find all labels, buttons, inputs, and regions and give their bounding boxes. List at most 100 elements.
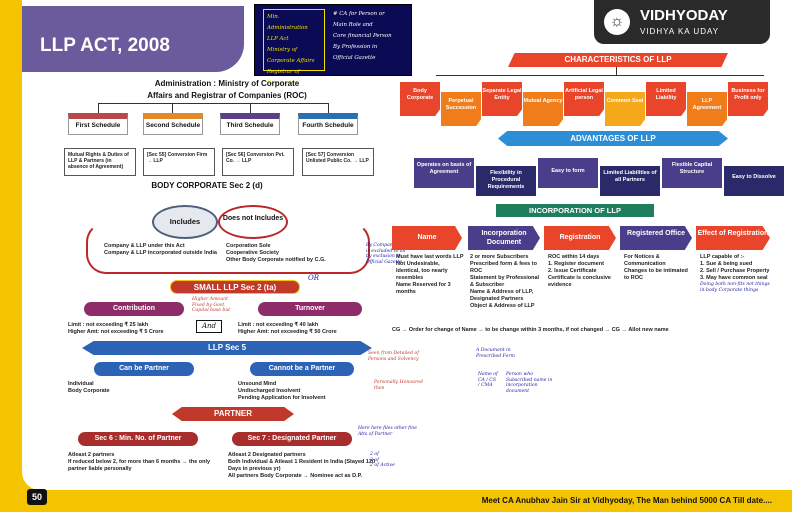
handwritten-note: By Company with is excluded to its by ex… (366, 243, 407, 265)
handwritten-note: Here here files other fine Atts of Partn… (358, 426, 417, 437)
list-item: Name Reserved for 3 months (396, 282, 451, 295)
handwritten-note: Person who Subscribed name in incorporat… (506, 372, 553, 394)
char-perpetual-succession: Perpetual Succession (441, 92, 481, 126)
not-includes-list: Corporation Sole Cooperative Society Oth… (226, 243, 358, 264)
name-change-footnote: CG → Order for change of Name → to be ch… (392, 327, 669, 333)
partner-band (172, 407, 294, 421)
char-artificial-legal-person: Artificial Legal person (564, 82, 604, 116)
list-item: Company & LLP under this Act (104, 243, 185, 249)
connector-line (328, 103, 329, 113)
list-item: Undischarged Insolvent (238, 388, 301, 394)
char-llp-agreement: LLP Agreement (687, 92, 727, 126)
note-right: # CA for Person or Main Role and Core fi… (333, 9, 407, 64)
includes-bubble: Includes (152, 205, 218, 239)
note-left: Min. Administration LLP Act Ministry of … (263, 9, 325, 86)
administration-heading: Administration : Ministry of Corporate A… (102, 78, 352, 102)
connector-line (616, 67, 617, 75)
limit-line: Limit : not exceeding ₹ 25 lakh (68, 322, 149, 328)
list-item: Both Individual & Atleast 1 Resident in … (228, 459, 376, 472)
connector-line (98, 103, 328, 104)
handwritten-note: Min. Administration LLP Act Ministry of … (254, 4, 412, 86)
schedule-first: First Schedule (68, 113, 128, 135)
step-effect-of-registration: Effect of Registration (696, 226, 770, 250)
adv-agreement: Operates on basis of Agreement (414, 158, 474, 188)
list-item: Object & Address of LLP (470, 303, 535, 309)
can-partner-list: Individual Body Corporate (68, 381, 188, 395)
turnover-limits: Limit : not exceeding ₹ 40 lakh Higher A… (238, 322, 368, 336)
handwritten-note: Higher Amount Fixed by Govt. Capital bas… (192, 297, 231, 313)
lamp-icon: ☼ (604, 9, 630, 35)
handwritten-note: 2 of 2 of 2 of Active (370, 452, 400, 469)
connector-line (436, 75, 764, 76)
note-line: 2 of (370, 452, 379, 457)
list-item: Cooperative Society (226, 250, 279, 256)
note-line: By Profession in (333, 44, 378, 50)
brand-tagline: VIDHYA KA UDAY (640, 27, 720, 36)
sec6-list: Atleast 2 partners If reduced below 2, f… (68, 452, 218, 473)
note-line: Ministry of Corporate Affairs (267, 47, 315, 64)
list-item: For Notices & Communication (624, 254, 666, 267)
note-line: Min. Administration (267, 14, 308, 31)
llp-sec5-heading: LLP Sec 5 (207, 343, 247, 352)
list-item: Body Corporate (68, 388, 110, 394)
list-item: 1. Sue & being sued (700, 261, 753, 267)
includes-list: Company & LLP under this Act Company & L… (104, 243, 224, 257)
not-includes-bubble: Does not Includes (218, 205, 288, 239)
list-item: Name & Address of LLP, Designated Partne… (470, 289, 534, 302)
handwritten-note: Personally Honoured then (374, 380, 423, 391)
characteristics-heading: CHARACTERISTICS OF LLP (508, 53, 728, 67)
adv-flexible-capital: Flexible Capital Structure (662, 158, 722, 188)
list-item: 2 or more Subscribers (470, 254, 529, 260)
step-incorporation-document: Incorporation Document (468, 226, 540, 250)
char-mutual-agency: Mutual Agency (523, 92, 563, 126)
list-item: 2. Issue Certificate (548, 268, 597, 274)
can-be-partner-pill: Can be Partner (94, 362, 194, 376)
limit-line: Limit : not exceeding ₹ 40 lakh (238, 322, 319, 328)
office-rules: For Notices & Communication Changes to b… (624, 254, 694, 282)
adv-limited-liabilities: Limited Liabilities of all Partners (600, 166, 660, 196)
connector-line (172, 103, 173, 113)
note-line: 2 of (370, 457, 379, 463)
registration-rules: ROC within 14 days 1. Register document … (548, 254, 618, 289)
list-item: 2. Sell / Purchase Property (700, 268, 770, 274)
list-item: Corporation Sole (226, 243, 271, 249)
char-separate-legal-entity: Separate Legal Entity (482, 82, 522, 116)
schedule-desc: [Sec 57] Conversion Unlisted Public Co. … (302, 148, 374, 176)
list-item: Statement by Professional & Subscriber (470, 275, 540, 288)
page-title: LLP ACT, 2008 (22, 6, 244, 72)
note-line: Core financial Person (333, 33, 392, 39)
adv-easy-form: Easy to form (538, 158, 598, 188)
body-corporate-frame (86, 222, 370, 274)
list-item: Unsound Mind (238, 381, 277, 387)
char-limited-liability: Limited Liability (646, 82, 686, 116)
handwritten-note: Doing both non-fits not things in body C… (700, 282, 770, 293)
partner-heading: PARTNER (213, 409, 253, 418)
page: LLP ACT, 2008 Min. Administration LLP Ac… (22, 0, 792, 490)
list-item: Company & LLP incorporated outside India (104, 250, 217, 256)
document-rules: 2 or more Subscribers Prescribed form & … (470, 254, 542, 310)
list-item: Changes to be intimated to ROC (624, 268, 688, 281)
cannot-partner-list: Unsound Mind Undischarged Insolvent Pend… (238, 381, 378, 402)
handwritten-note: A Document in Prescribed Form (476, 348, 515, 359)
note-line: LLP Act (267, 36, 289, 42)
note-line: 2 of Active (370, 463, 395, 468)
note-line: Main Role and (333, 22, 373, 28)
effect-rules: LLP capable of :- 1. Sue & being sued 2.… (700, 254, 774, 293)
list-item: Other Body Corporate notified by C.G. (226, 257, 326, 263)
page-number: 50 (27, 489, 47, 505)
llp-sec5-band (82, 341, 372, 355)
body-corporate-title: BODY CORPORATE Sec 2 (d) (151, 181, 263, 190)
footer-text: Meet CA Anubhav Jain Sir at Vidhyoday, T… (481, 496, 772, 505)
schedule-third: Third Schedule (220, 113, 280, 135)
limit-line: Higher Amt: not exceeding ₹ 50 Crore (238, 329, 337, 335)
handwritten-note: Seen from Detailed of Persons and Solven… (368, 351, 419, 362)
sec7-list: Atleast 2 Designated partners Both Indiv… (228, 452, 388, 480)
char-common-seal: Common Seal (605, 92, 645, 126)
name-rules: Must have last words LLP Not Undesirable… (396, 254, 464, 296)
list-item: If reduced below 2, for more than 6 mont… (68, 459, 211, 472)
step-registered-office: Registered Office (620, 226, 692, 250)
sec6-pill: Sec 6 : Min. No. of Partner (78, 432, 198, 446)
and-box: And (196, 320, 222, 333)
list-item: Not Undesirable, Identical, too nearly r… (396, 261, 448, 281)
sec7-pill: Sec 7 : Designated Partner (232, 432, 352, 446)
